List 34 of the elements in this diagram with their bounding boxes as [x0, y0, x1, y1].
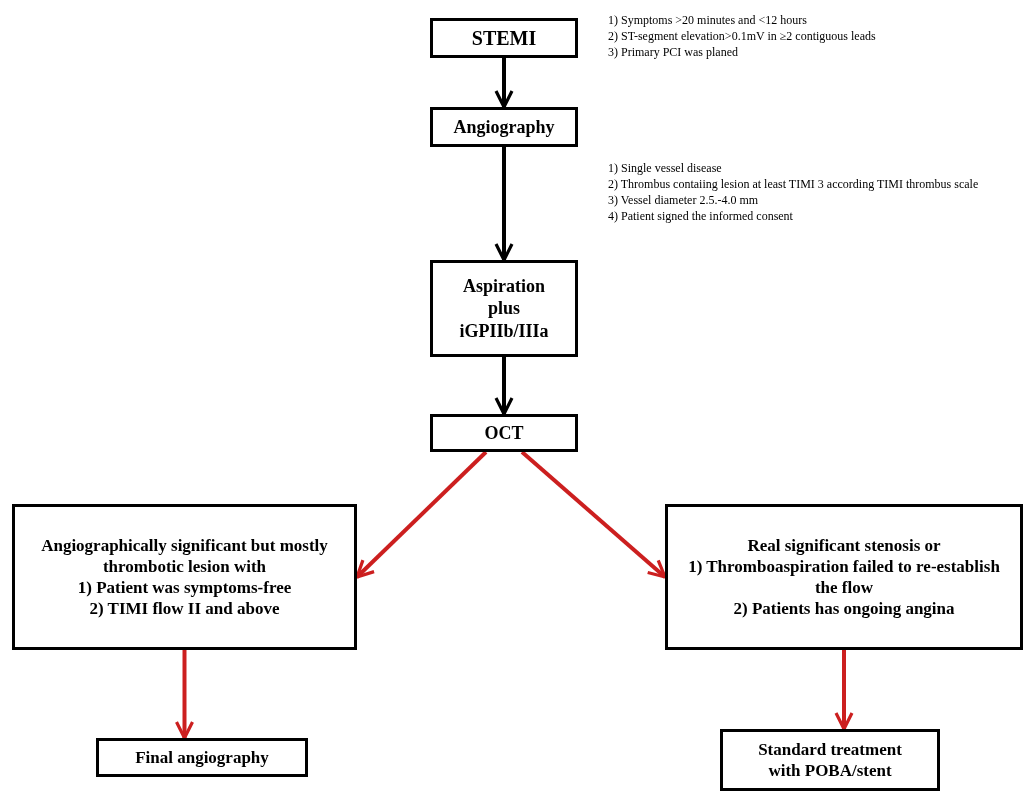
box-text: OCT	[484, 421, 524, 445]
box-text: 2) Patients has ongoing angina	[733, 598, 955, 620]
box-text: Standard treatment with POBA/stent	[757, 738, 903, 782]
arrow	[494, 357, 514, 416]
process-box	[12, 504, 357, 650]
process-box	[430, 260, 578, 357]
arrow	[494, 58, 514, 109]
arrow	[494, 147, 514, 262]
box-text: Real significant stenosis or	[747, 534, 941, 556]
box-text: 2) TIMI flow II and above	[89, 598, 280, 620]
process-box	[665, 504, 1023, 650]
box-text: Angiography	[453, 115, 555, 139]
box-text: Aspiration plus iGPIIb/IIIa	[458, 274, 550, 343]
criteria-note: 1) Single vessel disease	[608, 160, 723, 176]
criteria-note: 3) Vessel diameter 2.5.-4.0 mm	[608, 192, 760, 208]
box-text: Angiographically significant but mostly thrombotic lesion with	[40, 534, 329, 577]
criteria-note: 1) Symptoms >20 minutes and <12 hours	[608, 12, 808, 28]
box-text: Final angiography	[135, 746, 269, 769]
process-box	[430, 18, 578, 58]
process-box	[720, 729, 940, 791]
box-text: STEMI	[471, 25, 537, 51]
criteria-note: 2) Thrombus contaiing lesion at least TIMI 3 according TIMI thrombus scale	[608, 176, 980, 192]
arrow	[174, 650, 195, 740]
criteria-note: 4) Patient signed the informed consent	[608, 208, 794, 224]
box-text: 1) Thromboaspiration failed to re-establish the flow	[688, 555, 1000, 599]
arrow	[355, 450, 488, 579]
criteria-note: 3) Primary PCI was planed	[608, 44, 739, 60]
process-box	[96, 738, 308, 777]
criteria-note: 2) ST-segment elevation>0.1mV in ≥2 contiguous leads	[608, 28, 877, 44]
process-box	[430, 107, 578, 147]
arrow	[520, 450, 667, 579]
arrow	[834, 650, 854, 731]
process-box	[430, 414, 578, 452]
box-text: 1) Patient was symptoms-free	[77, 577, 292, 599]
